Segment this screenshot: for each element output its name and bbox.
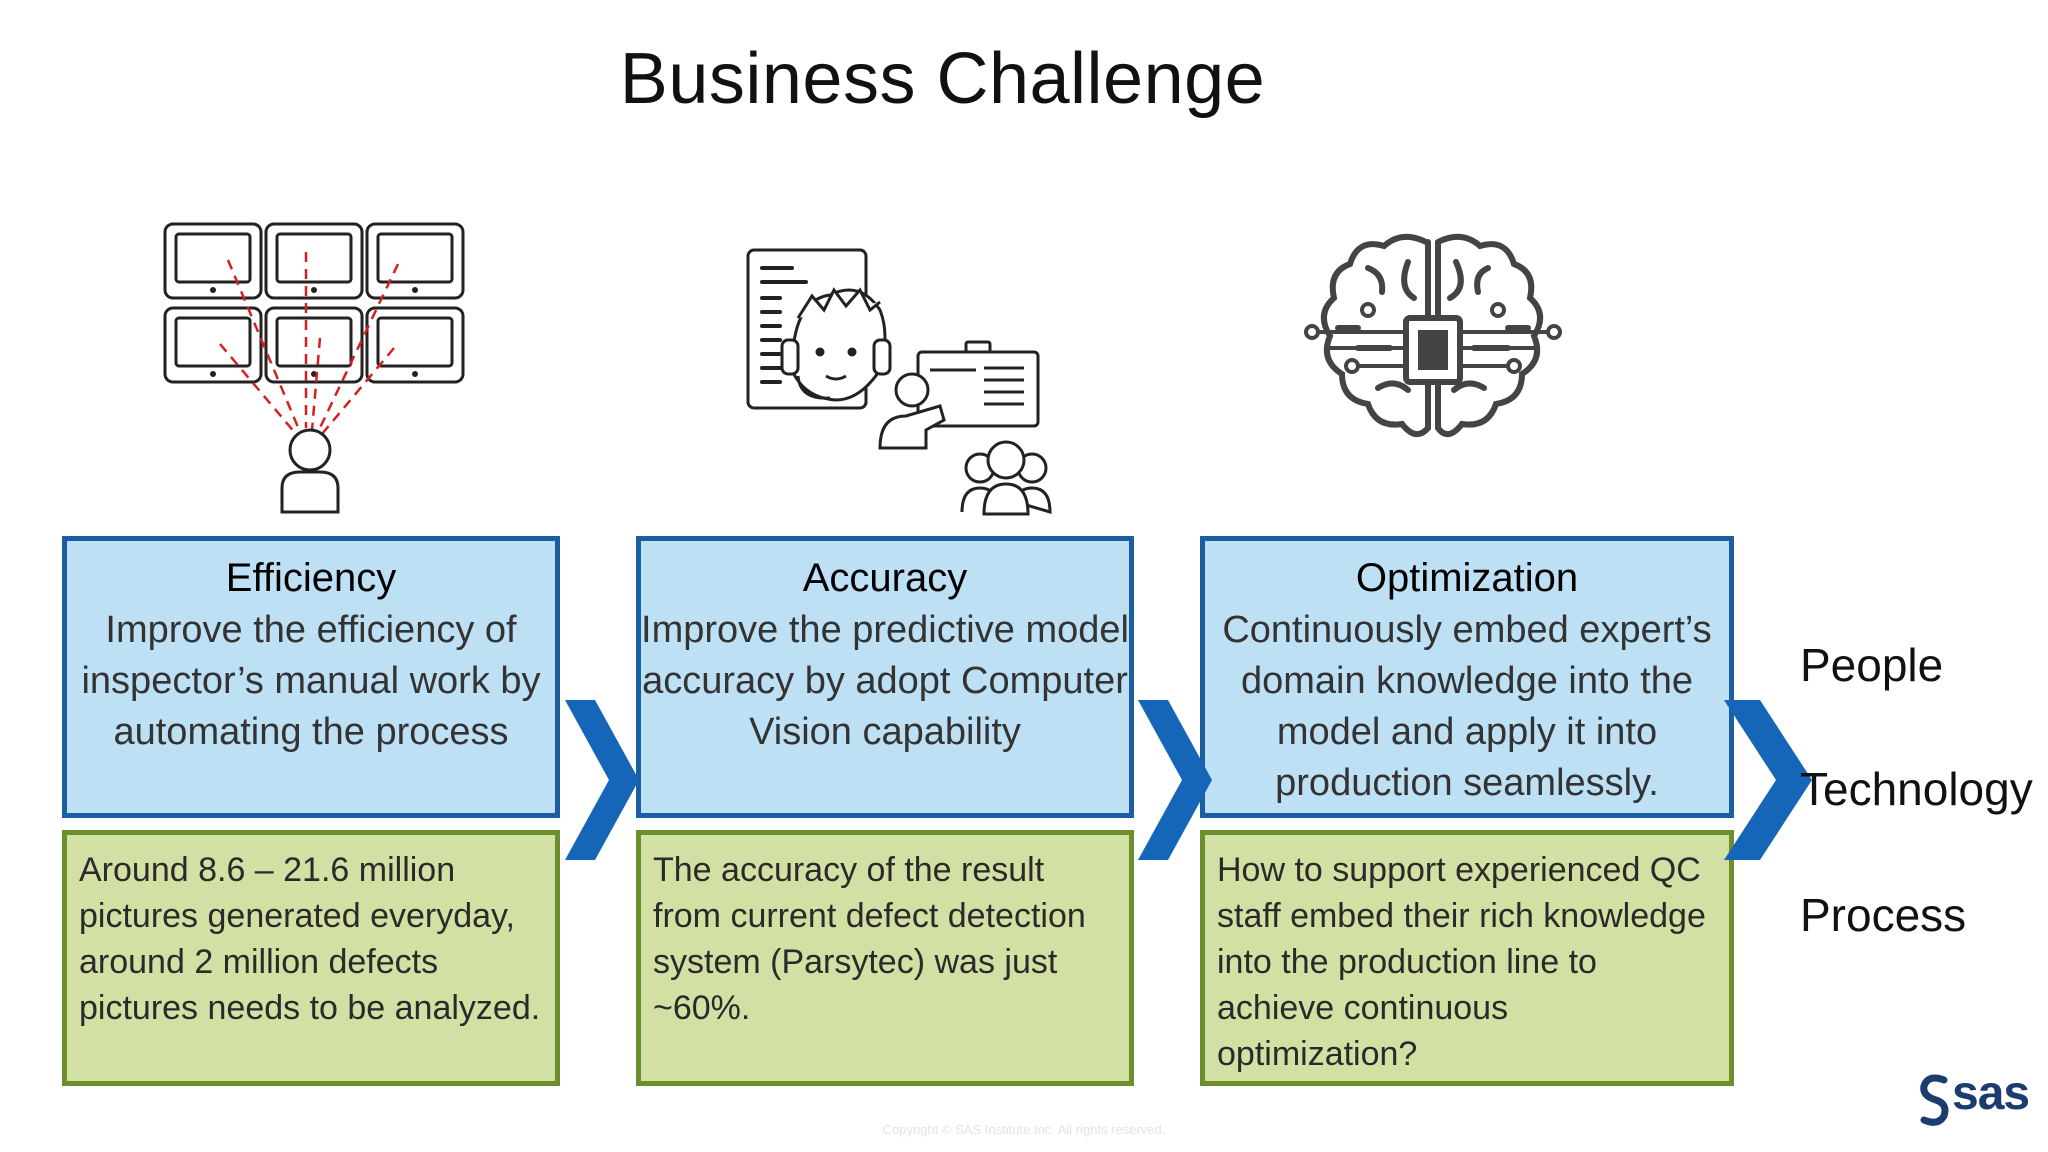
optimization-challenge-box: How to support experienced QC staff embe… — [1200, 830, 1734, 1086]
accuracy-goal-box: Accuracy Improve the predictive model ac… — [636, 536, 1134, 818]
chevron-right-icon — [1724, 700, 1812, 860]
efficiency-challenge-box: Around 8.6 – 21.6 million pictures gener… — [62, 830, 560, 1086]
copyright-notice: Copyright © SAS Institute Inc. All right… — [882, 1122, 1166, 1137]
pillar-people: People — [1800, 639, 1944, 691]
efficiency-heading: Efficiency — [225, 556, 397, 600]
chevron-right-icon — [1138, 700, 1212, 860]
accuracy-heading: Accuracy — [802, 556, 968, 600]
accuracy-challenge-box: The accuracy of the result from current … — [636, 830, 1134, 1086]
chevron-right-icon — [565, 700, 639, 860]
ai-brain-chip-icon — [1304, 233, 1562, 437]
slide-title: Business Challenge — [619, 39, 1266, 119]
sas-logo-icon — [1920, 1074, 1949, 1126]
monitoring-screens-icon — [163, 222, 465, 514]
accuracy-description: Improve the predictive model accuracy by… — [641, 609, 1129, 753]
optimization-goal-box: Optimization Continuously embed expert’s… — [1200, 536, 1734, 818]
optimization-heading: Optimization — [1355, 556, 1579, 600]
pillar-technology: Technology — [1800, 763, 2033, 815]
efficiency-description: Improve the efficiency of inspector’s ma… — [81, 609, 541, 753]
optimization-description: Continuously embed expert’s domain knowl… — [1222, 609, 1712, 804]
efficiency-goal-box: Efficiency Improve the efficiency of ins… — [62, 536, 560, 818]
sas-logo: sas — [1952, 1067, 2030, 1120]
expert-presentation-icon — [746, 248, 1052, 516]
pillar-process: Process — [1800, 889, 1967, 941]
